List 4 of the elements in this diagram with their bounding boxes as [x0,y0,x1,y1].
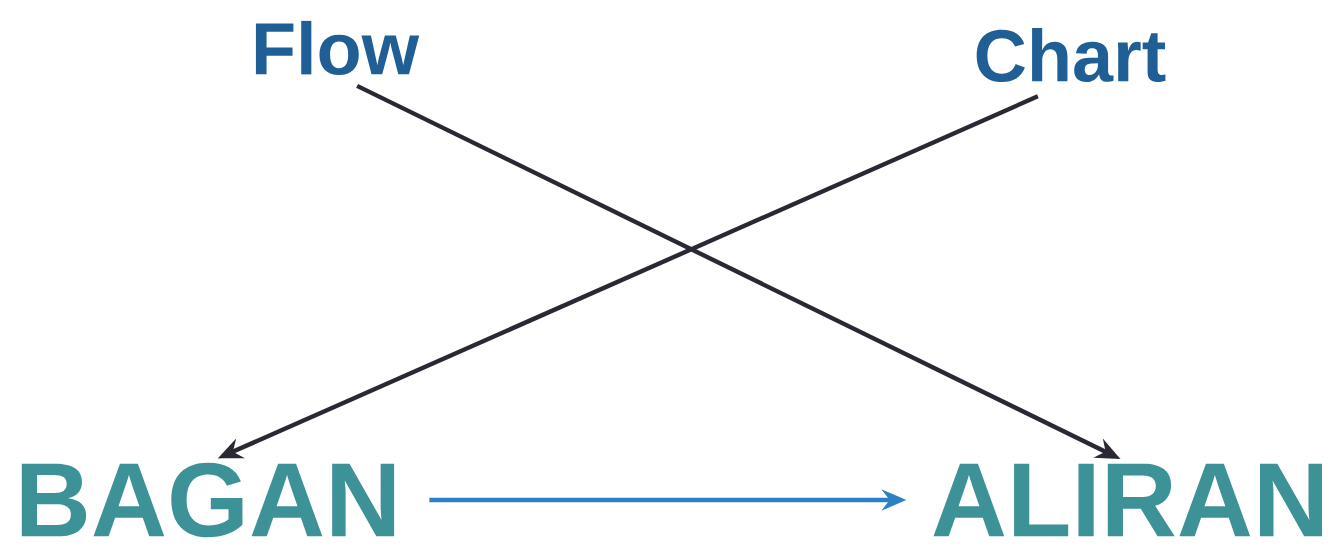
term-word: BAGAN [21,462,395,538]
term-word: ALIRAN [933,463,1322,537]
title-word: Chart [976,27,1166,83]
title-word: Flow [255,20,420,76]
